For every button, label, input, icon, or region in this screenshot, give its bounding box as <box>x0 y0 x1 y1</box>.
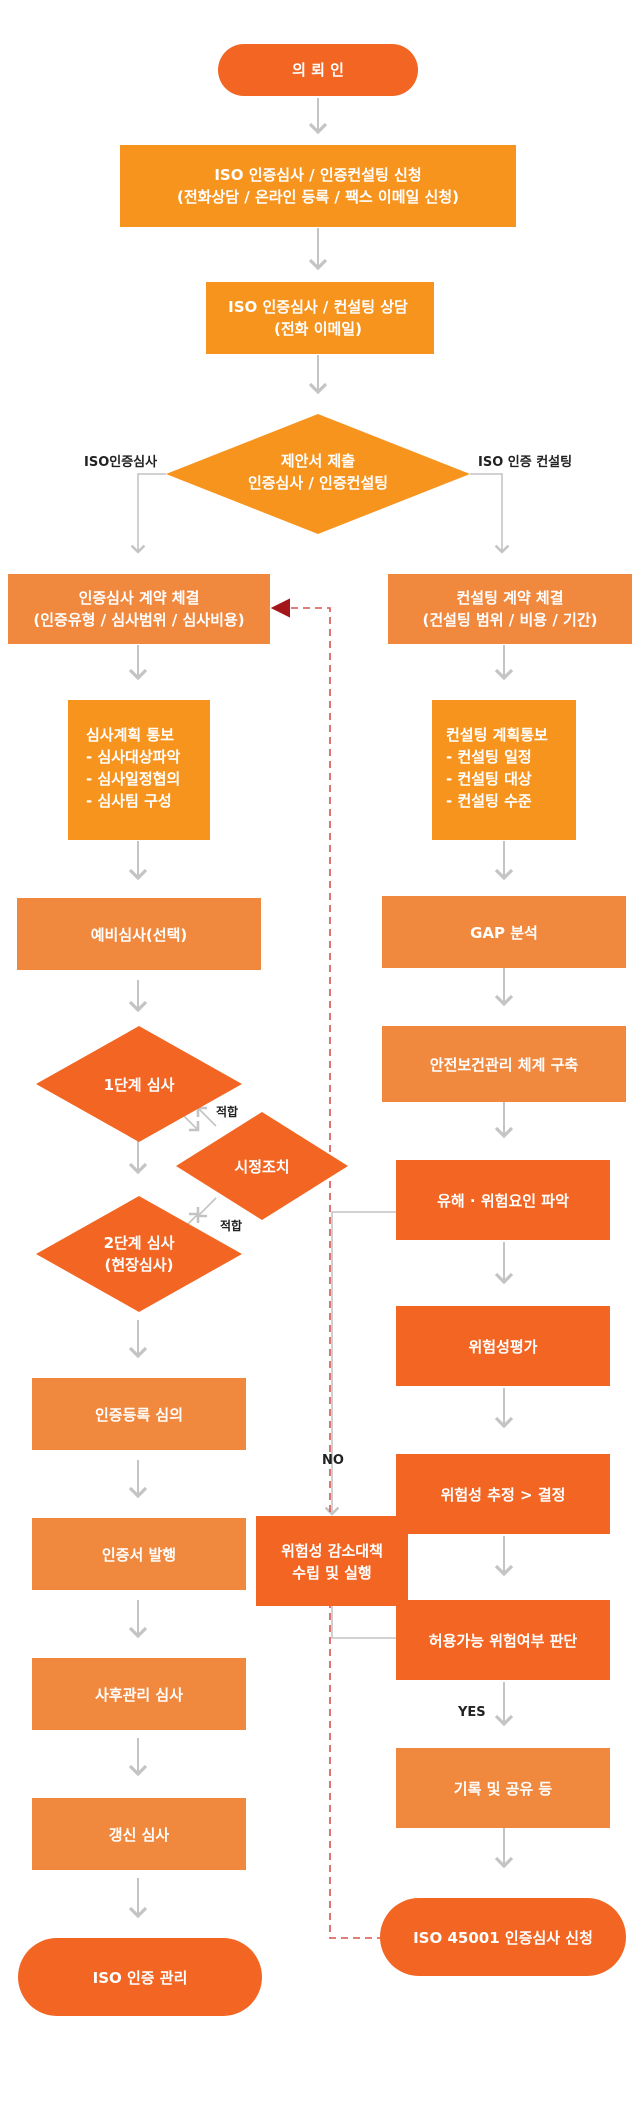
arrow-corrective-to-stage2 <box>196 1197 217 1218</box>
stage1-diamond <box>36 1026 242 1142</box>
record-box <box>396 1748 610 1828</box>
audit-plan-box <box>68 700 210 840</box>
pre-audit-label: 예비심사(선택) <box>91 926 188 944</box>
proposal-diamond <box>166 414 470 534</box>
hazard-box <box>396 1160 610 1240</box>
hazard-label: 유해 · 위험요인 파악 <box>437 1192 569 1210</box>
proposal-line-1: 제안서 제출 <box>281 452 355 470</box>
no-label: NO <box>322 1453 344 1468</box>
gap-label: GAP 분석 <box>470 924 538 942</box>
audit-plan-line-1: 심사계획 통보 <box>86 726 174 744</box>
connector-hazard-loop <box>324 1211 396 1516</box>
connector-judge-to-reduce <box>331 1604 396 1639</box>
arrow-branch-consulting <box>470 473 510 554</box>
fit-label-1: 적합 <box>216 1104 238 1119</box>
branch-label-consulting: ISO 인증 컨설팅 <box>478 454 572 470</box>
consult-contract-line-2: (건설팅 범위 / 비용 / 기간) <box>423 611 598 629</box>
audit-plan-line-2: - 심사대상파악 <box>86 748 180 766</box>
yes-label: YES <box>457 1705 486 1720</box>
audit-contract-line-1: 인증심사 계약 체결 <box>79 589 200 607</box>
risk-est-box <box>396 1454 610 1534</box>
iso-manage-pill <box>18 1938 262 2016</box>
audit-contract-line-2: (인증유형 / 심사범위 / 심사비용) <box>33 611 244 629</box>
review-box <box>32 1378 246 1450</box>
consult-box <box>206 282 434 354</box>
consult-plan-line-2: - 컨설팅 일정 <box>446 748 532 766</box>
consult-plan-line-3: - 컨설팅 대상 <box>446 770 532 788</box>
risk-est-label: 위험성 추정 > 결정 <box>441 1486 566 1504</box>
audit-plan-line-3: - 심사일정협의 <box>86 770 180 788</box>
reduce-line-1: 위험성 감소대책 <box>281 1542 383 1560</box>
audit-plan-line-4: - 심사팀 구성 <box>86 792 172 810</box>
issue-label: 인증서 발행 <box>102 1546 176 1564</box>
start-label: 의 뢰 인 <box>292 61 344 79</box>
corrective-diamond <box>176 1112 348 1220</box>
apply-box <box>120 145 516 227</box>
risk-eval-label: 위험성평가 <box>468 1338 537 1356</box>
audit-contract-box <box>8 574 270 644</box>
pre-audit-box <box>17 898 261 970</box>
iso-manage-label: ISO 인증 관리 <box>93 1969 188 1987</box>
surveillance-box <box>32 1658 246 1730</box>
stage2-diamond <box>36 1196 242 1312</box>
iso45001-label: ISO 45001 인증심사 신청 <box>413 1929 593 1947</box>
reduce-line-2: 수립 및 실행 <box>292 1564 371 1582</box>
proposal-line-2: 인증심사 / 인증컨설팅 <box>248 474 388 492</box>
renewal-label: 갱신 심사 <box>109 1826 170 1844</box>
apply-line-1: ISO 인증심사 / 인증컨설팅 신청 <box>214 166 421 184</box>
risk-eval-box <box>396 1306 610 1386</box>
build-label: 안전보건관리 체계 구축 <box>430 1056 579 1074</box>
iso45001-pill <box>380 1898 626 1976</box>
start-pill <box>218 44 418 96</box>
consult-plan-box <box>432 700 576 840</box>
judge-box <box>396 1600 610 1680</box>
renewal-box <box>32 1798 246 1870</box>
corrective-label: 시정조치 <box>234 1158 289 1176</box>
stage2-line-2: (현장심사) <box>105 1256 174 1274</box>
consult-plan-line-4: - 컨설팅 수준 <box>446 792 532 810</box>
consult-contract-box <box>388 574 632 644</box>
fit-label-2: 적합 <box>220 1218 242 1233</box>
arrow-corrective-to-stage1 <box>196 1106 217 1127</box>
review-label: 인증등록 심의 <box>95 1406 183 1424</box>
reduce-box <box>256 1516 408 1606</box>
arrow-branch-audit <box>130 473 166 554</box>
branch-label-audit: ISO인증심사 <box>84 454 157 470</box>
stage1-label: 1단계 심사 <box>104 1076 175 1094</box>
connectors <box>128 98 514 1939</box>
issue-box <box>32 1518 246 1590</box>
build-box <box>382 1026 626 1102</box>
consult-line-1: ISO 인증심사 / 컨설팅 상담 <box>228 298 408 316</box>
gap-box <box>382 896 626 968</box>
consult-plan-line-1: 컨설팅 계획통보 <box>446 726 548 744</box>
record-label: 기록 및 공유 등 <box>454 1780 553 1798</box>
consult-contract-line-1: 컨설팅 계약 체결 <box>456 589 563 607</box>
consult-line-2: (전화 이메일) <box>274 320 362 338</box>
stage2-line-1: 2단계 심사 <box>104 1234 175 1252</box>
surveillance-label: 사후관리 심사 <box>95 1686 183 1704</box>
judge-label: 허용가능 위험여부 판단 <box>429 1632 578 1650</box>
apply-line-2: (전화상담 / 온라인 등록 / 팩스 이메일 신청) <box>177 188 459 206</box>
dashed-feedback-line <box>270 598 384 1939</box>
